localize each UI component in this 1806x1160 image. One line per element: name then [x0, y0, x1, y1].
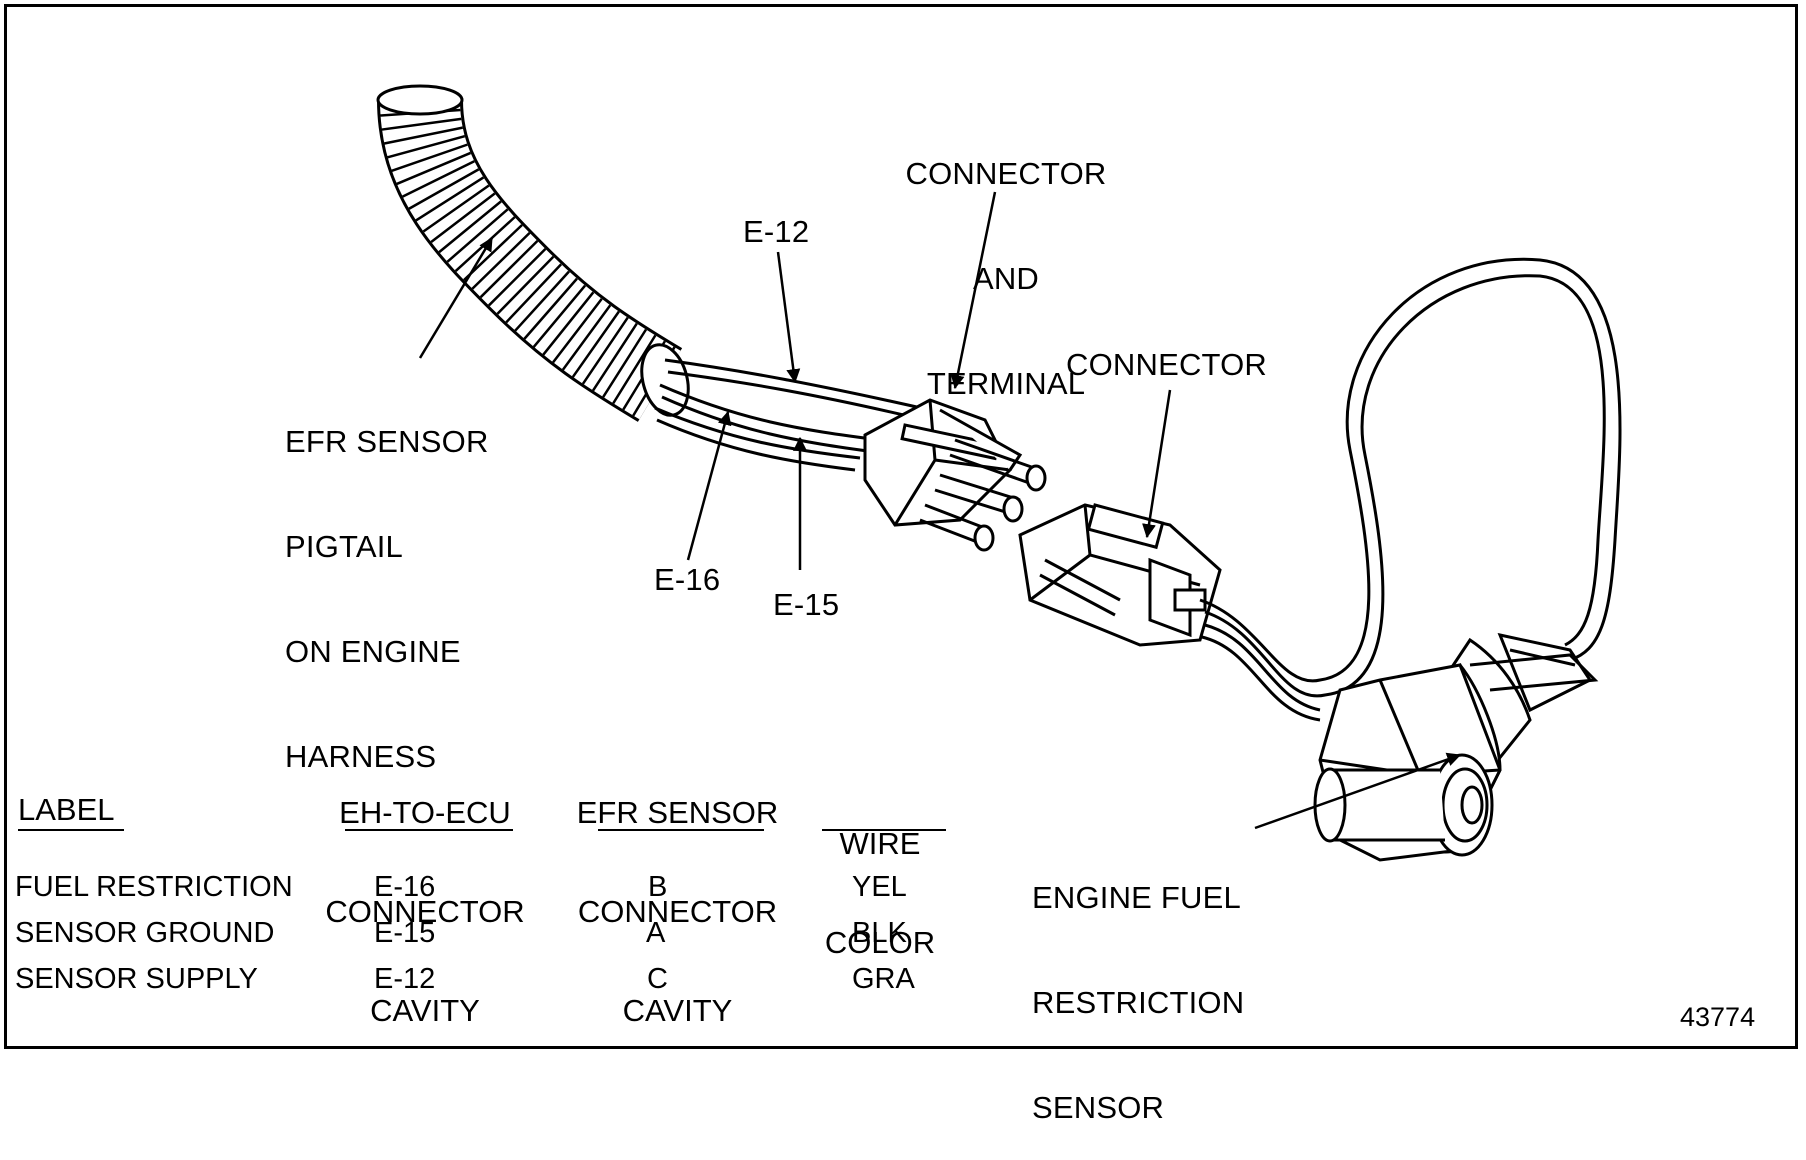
connector-label: CONNECTOR [1066, 347, 1268, 382]
e15-label: E-15 [773, 587, 840, 622]
row-label: SENSOR GROUND [15, 917, 275, 949]
callout-line: AND [972, 261, 1040, 296]
callout-line: RESTRICTION [1032, 985, 1245, 1020]
row-efr-cavity: A [646, 917, 666, 949]
row-label: FUEL RESTRICTION [15, 871, 293, 903]
sensor-lead [1199, 257, 1622, 722]
e16-label: E-16 [654, 562, 721, 597]
callout-line: TERMINAL [926, 366, 1086, 401]
figure-frame [4, 4, 1798, 1049]
pigtail-wires [654, 358, 931, 472]
header-line: EH-TO-ECU [339, 795, 511, 830]
callout-line: ON ENGINE [285, 634, 461, 669]
header-underline [18, 829, 124, 831]
row-efr-cavity: C [647, 963, 668, 995]
sensor-connector [1018, 503, 1222, 647]
callout-line: PIGTAIL [285, 529, 403, 564]
header-line: CAVITY [370, 993, 480, 1028]
row-eh-cavity: E-16 [374, 871, 436, 903]
callout-line: SENSOR [1032, 1090, 1165, 1125]
header-underline [822, 829, 946, 831]
row-wire-color: GRA [852, 963, 915, 995]
callout-line: HARNESS [285, 739, 437, 774]
row-label: SENSOR SUPPLY [15, 963, 258, 995]
figure-number: 43774 [1680, 1002, 1756, 1032]
engine-fuel-restriction-sensor-label: ENGINE FUEL RESTRICTION SENSOR [1032, 810, 1244, 1160]
header-line: COLOR [824, 925, 936, 960]
leader-lines [418, 191, 1462, 830]
harness-conduit [376, 84, 690, 422]
connector-and-terminal-label: CONNECTOR AND TERMINAL [880, 86, 1132, 436]
header-eh-cavity: EH-TO-ECU CONNECTOR CAVITY [315, 730, 535, 1060]
header-label: LABEL [18, 792, 115, 827]
callout-line: ENGINE FUEL [1032, 880, 1241, 915]
restriction-sensor-body [1313, 632, 1599, 862]
header-underline [345, 829, 513, 831]
e12-label: E-12 [743, 214, 810, 249]
efr-sensor-pigtail-label: EFR SENSOR PIGTAIL ON ENGINE HARNESS [285, 354, 489, 809]
header-line: CONNECTOR [577, 894, 778, 929]
row-wire-color: BLK [852, 917, 907, 949]
wiring-illustration [376, 84, 1622, 862]
callout-line: CONNECTOR [905, 156, 1107, 191]
header-line: CAVITY [622, 993, 733, 1028]
header-line: CONNECTOR [325, 894, 525, 929]
row-efr-cavity: B [648, 871, 668, 903]
callout-line: EFR SENSOR [285, 424, 489, 459]
header-line: EFR SENSOR [576, 795, 779, 830]
harness-connector [863, 398, 1047, 552]
row-eh-cavity: E-12 [374, 963, 436, 995]
row-eh-cavity: E-15 [374, 917, 436, 949]
header-underline [598, 829, 764, 831]
header-line: WIRE [839, 826, 921, 861]
header-wire-color: WIRE COLOR [815, 761, 945, 992]
row-wire-color: YEL [852, 871, 907, 903]
header-efr-cavity: EFR SENSOR CONNECTOR CAVITY [565, 730, 790, 1060]
